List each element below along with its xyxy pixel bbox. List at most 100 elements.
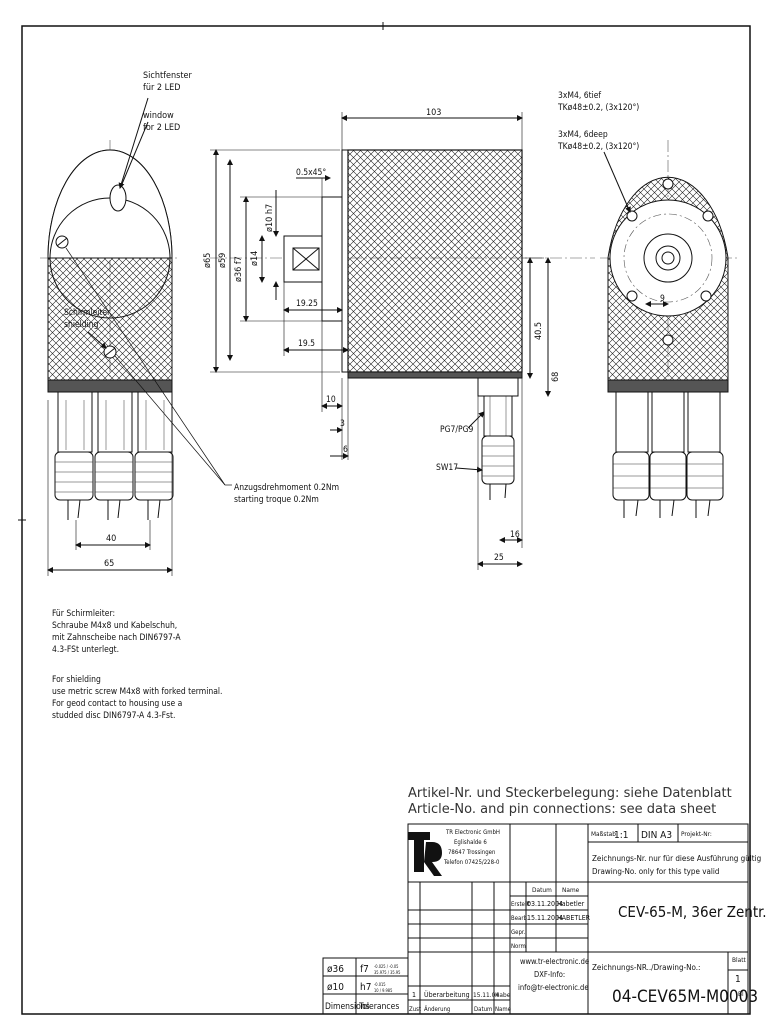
norm-label: Norm [511,943,526,950]
projekt-label: Projekt-Nr: [681,830,712,838]
dim-9: 9 [660,294,665,304]
note-en-1: For shielding [52,675,101,685]
tol-row1-fit: f7 [360,964,369,975]
tr-logo [408,832,442,876]
dim-40-5: 40.5 [534,322,544,340]
dim-6: 6 [343,445,348,455]
bearb-label: Bearb. [511,915,529,922]
bl-label: Bl [738,990,744,998]
aenderung-label: Änderung [424,1006,450,1013]
dim-68: 68 [551,372,561,382]
tol-row2-dim: ø10 [327,982,344,993]
window-label-de-2: für 2 LED [143,83,180,93]
tol-row2-dev: -0.015 [374,982,386,987]
drawing-valid-note-en: Drawing-No. only for this type valid [592,867,719,876]
revision-text: Überarbeitung [424,990,470,999]
drawing-no-label: Zeichnungs-NR../Drawing-No.: [592,963,700,972]
name-footer: Name [495,1006,512,1013]
dim-d10-h7: ø10 h7 [265,204,275,232]
revision-number: 1 [412,991,416,999]
shield-label-en: shielding [64,320,99,330]
company-line-1: TR Electronic GmbH [445,829,500,836]
dim-d65: ø65 [203,253,213,268]
dim-19-25: 19.25 [296,299,318,309]
company-line-4: Telefon 07425/228-0 [443,859,500,866]
dim-d59: ø59 [218,253,228,268]
torque-label-en: starting troque 0.2Nm [234,495,319,505]
edited-date: 15.11.2004 [527,914,563,922]
zust-label: Zust [409,1006,421,1013]
dim-10: 10 [326,395,336,405]
note-de-1: Für Schirmleiter: [52,609,115,619]
tol-row1-dim: ø36 [327,964,344,975]
gepr-label: Gepr. [511,929,526,936]
thread-label-en-2: TKø48±0.2, (3x120°) [557,142,639,152]
note-de-2: Schraube M4x8 und Kabelschuh, [52,621,177,631]
note-en-3: For geod contact to housing use a [52,699,182,709]
right-view: 9 3xM4, 6tief TKø48±0.2, (3x120°) 3xM4, … [557,91,740,518]
drawing-title: CEV-65-M, 36er Zentr. [618,903,767,921]
datum-header: Datum [532,886,552,894]
note-de-3: mit Zahnscheibe nach DIN6797-A [52,633,181,643]
left-view: Sichtfenster für 2 LED window for 2 LED … [40,71,339,576]
note-de-4: 4.3-FSt unterlegt. [52,645,119,655]
tol-row1-lim: 35.975 / 35.95 [374,970,400,975]
tol-row1-dev: -0.025 / -0.05 [374,964,398,969]
thread-label-de-1: 3xM4, 6tief [558,91,601,101]
edited-name: HABETLER [557,914,591,922]
datum-footer: Datum [474,1006,492,1013]
tol-row2-fit: h7 [360,982,371,993]
massstab-label: Maßstab [591,830,616,838]
tolerances-label: Tolerances [358,1002,399,1012]
encoder-body [347,149,523,373]
dim-16: 16 [510,530,520,540]
email: info@tr-electronic.de [518,983,589,992]
side-view: 103 ø65 ø59 ø36 f7 ø14 ø10 h7 0.5x45° 19… [203,108,595,570]
format-value: DIN A3 [641,830,672,841]
tolerance-table: ø36 f7 -0.025 / -0.05 35.975 / 35.95 ø10… [322,957,409,1015]
thread-label-en-1: 3xM4, 6deep [558,130,608,140]
company-line-3: 78647 Trossingen [448,849,495,856]
dim-d36-f7: ø36 f7 [234,256,244,282]
blatt-number: 1 [735,974,741,985]
dim-3: 3 [340,419,345,429]
note-en-4: studded disc DIN6797-A 4.3-Fst. [52,711,175,721]
tol-row2-lim: 10 / 9.985 [374,988,392,993]
name-header: Name [562,886,580,894]
revision-date: 15.11.04 [473,991,499,999]
erstellt-label: Erstellt [511,901,530,908]
article-note-en: Article-No. and pin connections: see dat… [408,802,716,817]
dim-d14: ø14 [250,251,260,266]
article-note-de: Artikel-Nr. und Steckerbelegung: siehe D… [408,786,732,801]
revision-name: Habe [495,991,511,999]
company-line-2: Eglishalde 6 [454,839,487,846]
led-window [109,184,127,212]
title-block: TR Electronic GmbH Eglishalde 6 78647 Tr… [407,823,767,1015]
dimensions-label: Dimensions [325,1002,370,1012]
pg-label: PG7/PG9 [440,425,474,435]
created-name: Habetler [557,900,585,908]
dim-103: 103 [426,108,441,118]
window-label-de-1: Sichtfenster [143,71,192,81]
dxf-info: DXF-Info: [534,970,565,979]
shielding-notes: Für Schirmleiter: Schraube M4x8 und Kabe… [52,609,222,721]
window-label-en-2: for 2 LED [143,123,180,133]
scale-value: 1:1 [614,830,628,841]
note-en-2: use metric screw M4x8 with forked termin… [52,687,222,697]
shield-label-de: Schirmleiter [64,308,111,318]
created-date: 03.11.2004 [527,900,563,908]
dim-chamfer: 0.5x45° [296,168,326,178]
thread-label-de-2: TKø48±0.2, (3x120°) [557,103,639,113]
dim-65: 65 [104,559,114,569]
torque-label-de: Anzugsdrehmoment 0.2Nm [234,483,339,493]
dim-40: 40 [106,534,116,544]
blatt-label: Blatt [732,956,747,964]
dim-19-5: 19.5 [298,339,315,349]
sw-label: SW17 [436,463,458,473]
dim-25: 25 [494,553,504,563]
website: www.tr-electronic.de [520,957,589,966]
drawing-number: 04-CEV65M-M0003 [612,987,758,1007]
window-label-en-1: window [143,111,174,121]
drawing-valid-note-de: Zeichnungs-Nr. nur für diese Ausführung … [592,854,761,863]
